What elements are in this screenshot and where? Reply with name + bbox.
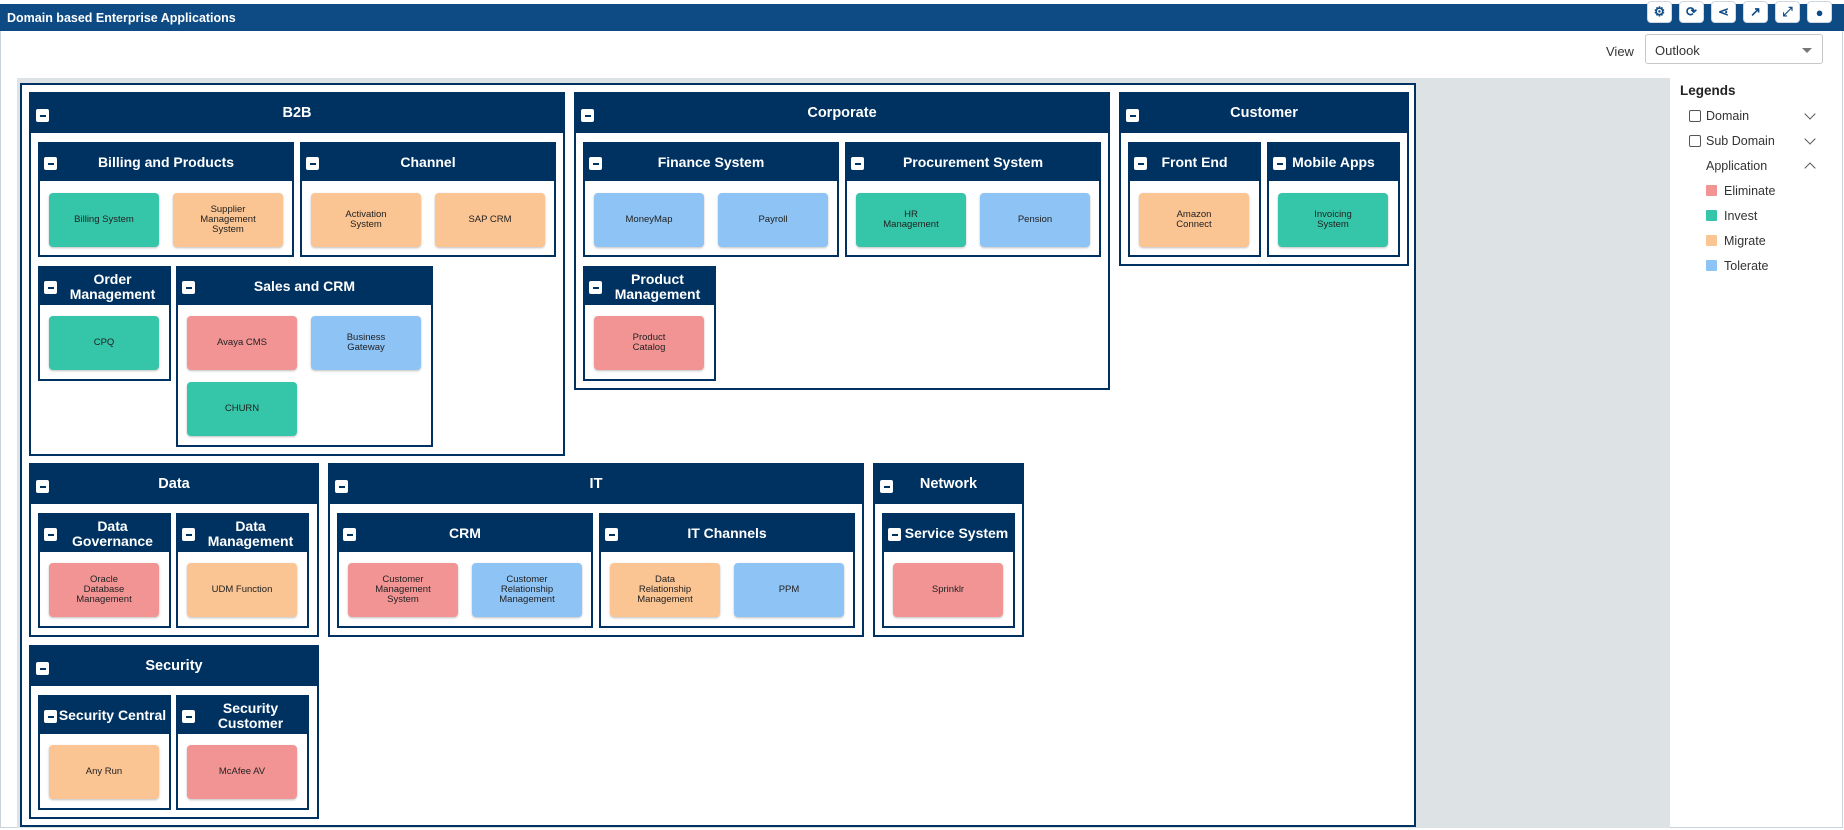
checkbox[interactable] [1689,110,1701,122]
collapse-icon[interactable] [182,281,195,294]
app-card[interactable]: Business Gateway [311,316,421,370]
app-card[interactable]: Sprinklr [893,563,1003,617]
subdomain-title: Product Management [585,268,714,305]
domain-title: Customer [1121,94,1407,133]
gear-icon[interactable]: ⚙ [1647,1,1672,23]
refresh-icon[interactable]: ⟳ [1679,1,1704,23]
chevron-down-icon[interactable] [1804,108,1816,120]
subdomain-title: CRM [339,515,591,552]
collapse-icon[interactable] [880,480,893,493]
comment-icon[interactable]: ● [1807,1,1832,23]
app-card[interactable]: Payroll [718,193,828,247]
domain-title: B2B [31,94,563,133]
swatch-migrate [1706,235,1717,246]
title-bar: Domain based Enterprise Applications ⚙ ⟳… [0,1,1844,31]
app-card[interactable]: Data Relationship Management [610,563,720,617]
app-card[interactable]: CHURN [187,382,297,436]
app-card[interactable]: UDM Function [187,563,297,617]
app-card[interactable]: Customer Management System [348,563,458,617]
checkbox[interactable] [1689,135,1701,147]
subdomain-title: Security Central [40,697,169,734]
app-card[interactable]: Invoicing System [1278,193,1388,247]
app-card[interactable]: Pension [980,193,1090,247]
subdomain-title: Sales and CRM [178,268,431,305]
collapse-icon[interactable] [36,662,49,675]
collapse-icon[interactable] [44,710,57,723]
app-card[interactable]: SAP CRM [435,193,545,247]
collapse-icon[interactable] [581,109,594,122]
app-card[interactable]: MoneyMap [594,193,704,247]
app-title: Domain based Enterprise Applications [7,11,236,25]
app-card[interactable]: Customer Relationship Management [472,563,582,617]
app-card[interactable]: Oracle Database Management [49,563,159,617]
legend-application-label: Application [1706,159,1768,173]
collapse-icon[interactable] [851,157,864,170]
collapse-icon[interactable] [605,528,618,541]
swatch-invest [1706,210,1717,221]
subdomain-title: IT Channels [601,515,853,552]
app-card[interactable]: Any Run [49,745,159,799]
app-card[interactable]: Billing System [49,193,159,247]
domain-title: Network [875,465,1022,504]
subdomain-itchannels: IT Channels [599,513,855,628]
domain-title: IT [330,465,862,504]
chevron-down-icon[interactable] [1804,133,1816,145]
collapse-icon[interactable] [1126,109,1139,122]
chevron-down-icon [1802,48,1812,53]
collapse-icon[interactable] [182,710,195,723]
subdomain-title: Channel [302,144,554,181]
subdomain-title: Security Customer [178,697,307,734]
view-label: View [1606,44,1634,59]
share-icon[interactable]: ⋖ [1711,1,1736,23]
subdomain-title: Front End [1130,144,1259,181]
subdomain-title: Service System [884,515,1013,552]
app-card[interactable]: Avaya CMS [187,316,297,370]
subdomain-title: Mobile Apps [1269,144,1398,181]
expand-icon[interactable]: ⤢ [1775,1,1800,23]
chevron-up-icon[interactable] [1804,162,1816,174]
app-card[interactable]: Product Catalog [594,316,704,370]
view-select-value: Outlook [1655,43,1700,58]
legend-domain-toggle[interactable]: Domain [1675,108,1835,126]
domain-title: Security [31,647,317,686]
app-card[interactable]: Supplier Management System [173,193,283,247]
collapse-icon[interactable] [589,157,602,170]
subdomain-title: Finance System [585,144,837,181]
legend-title: Legends [1680,83,1736,98]
subdomain-title: Data Management [178,515,307,552]
subdomain-title: Procurement System [847,144,1099,181]
app-card[interactable]: HR Management [856,193,966,247]
domain-title: Corporate [576,94,1108,133]
collapse-icon[interactable] [589,281,602,294]
app-card[interactable]: McAfee AV [187,745,297,799]
subdomain-title: Order Management [40,268,169,305]
swatch-eliminate [1706,185,1717,196]
legend-subdomain-toggle[interactable]: Sub Domain [1675,133,1835,151]
app-card[interactable]: CPQ [49,316,159,370]
collapse-icon[interactable] [1273,157,1286,170]
collapse-icon[interactable] [888,528,901,541]
collapse-icon[interactable] [44,281,57,294]
collapse-icon[interactable] [182,528,195,541]
app-card[interactable]: PPM [734,563,844,617]
app-card[interactable]: Amazon Connect [1139,193,1249,247]
collapse-icon[interactable] [335,480,348,493]
legend-subdomain-label: Sub Domain [1706,134,1775,148]
collapse-icon[interactable] [44,528,57,541]
open-external-icon[interactable]: ↗ [1743,1,1768,23]
collapse-icon[interactable] [36,109,49,122]
subdomain-title: Billing and Products [40,144,292,181]
collapse-icon[interactable] [1134,157,1147,170]
view-select[interactable]: Outlook [1645,34,1823,64]
legend-application-toggle[interactable]: Application [1675,158,1835,176]
swatch-tolerate [1706,260,1717,271]
app-card[interactable]: Activation System [311,193,421,247]
domain-title: Data [31,465,317,504]
collapse-icon[interactable] [343,528,356,541]
collapse-icon[interactable] [44,157,57,170]
subdomain-title: Data Governance [40,515,169,552]
legend-domain-label: Domain [1706,109,1750,123]
collapse-icon[interactable] [306,157,319,170]
collapse-icon[interactable] [36,480,49,493]
